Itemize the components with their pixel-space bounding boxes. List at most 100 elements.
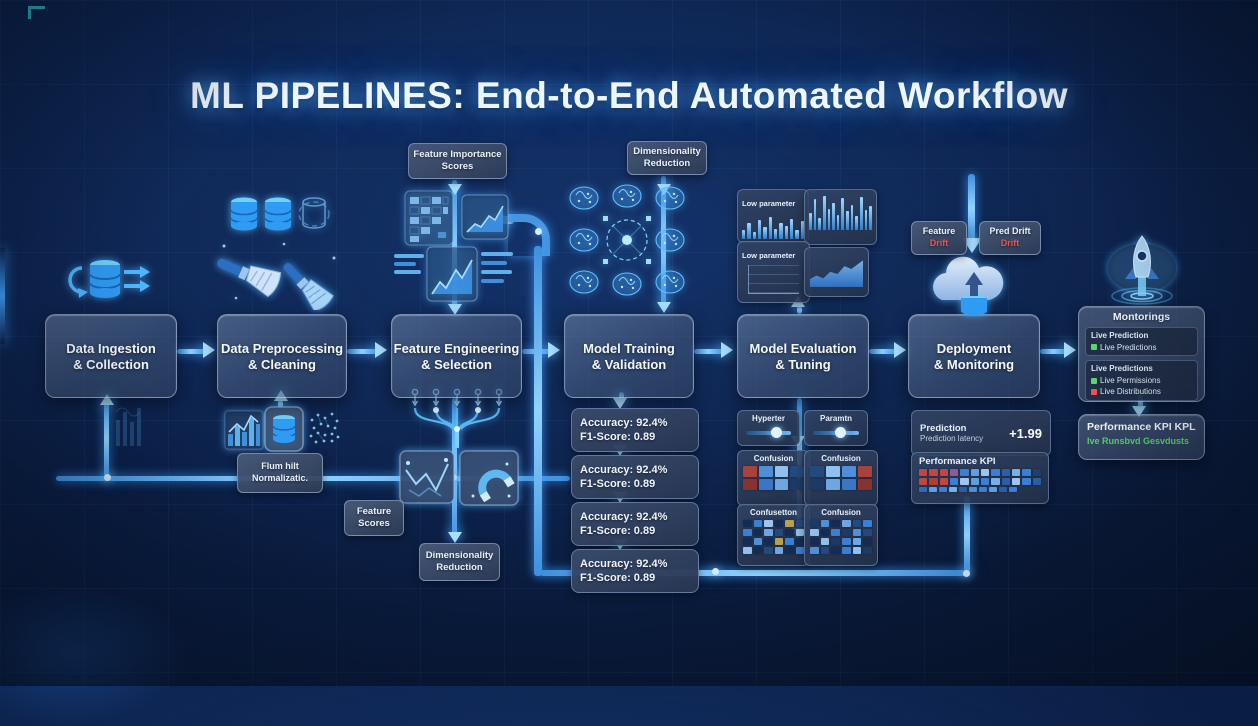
callout-text: Feature [356,505,392,517]
callout-dimensionality-top: Dimensionality Reduction [627,141,707,175]
kpi-summary-title: Performance KPI KPL [1087,421,1196,433]
monitoring-item: Live Predictions [1100,342,1157,352]
arrow-right-icon [894,342,906,358]
bar-chart [742,213,804,239]
slider-label: Paramtn [819,414,852,423]
monitoring-row: Live Prediction Live Predictions [1085,327,1198,357]
kpi-title: Performance KPI [919,456,996,467]
callout-text: Feature Importance [413,148,502,160]
callout-text: Flum hilt [261,461,299,472]
stage-label: & Cleaning [248,356,316,372]
database-box-icon [264,406,304,457]
hbars-icon [394,252,426,283]
stage-data-ingestion: Data Ingestion & Collection [45,314,177,398]
left-edge-glow [0,248,5,344]
data-ingestion-icon [58,252,152,315]
bottom-left-glow [0,586,190,726]
connector-line [347,349,377,354]
accuracy-value: Accuracy: 92.4% [580,417,668,429]
connector-line [177,349,205,354]
stage-label: Feature Engineering [393,340,520,356]
confusion-label: Confusion [821,508,861,517]
stage-data-preprocessing: Data Preprocessing & Cleaning [217,314,347,398]
pipe-line [534,246,542,576]
chart-icon [426,246,478,307]
line-node [104,474,111,481]
callout-text: Reduction [643,158,691,169]
stage-label: & Validation [591,356,667,372]
accuracy-value: Accuracy: 92.4% [580,511,668,523]
stage-label: Deployment [936,340,1012,356]
hyperparameter-slider-panel: Hyperter [737,410,800,446]
callout-text: Scores [441,161,474,172]
metric-box: Accuracy: 92.4% F1-Score: 0.89 [571,455,699,499]
bar-chart [809,194,872,230]
callout-text: Dimensionality [633,145,701,157]
slider [746,427,791,438]
prediction-sub: Prediction latency [920,434,984,443]
slider-label: Hyperter [752,414,785,423]
stage-label: & Selection [421,356,492,372]
confusion-label: Confusion [753,454,794,463]
callout-feature-drift: Feature Drift [911,221,967,255]
green-status-icon [1091,344,1097,351]
callout-feature-importance: Feature Importance Scores [408,143,507,179]
callout-dimensionality-bottom: Dimensionality Reduction [419,543,500,581]
stage-model-training: Model Training & Validation [564,314,694,398]
callout-text: Dimensionality [425,549,494,561]
prediction-value: +1.99 [1009,425,1042,441]
tuning-chart-grid: Low parameter [737,241,810,303]
arrow-right-icon [203,342,215,358]
stage-label: Model Training [583,340,675,356]
confusion-label: Confusion [821,454,861,463]
area-chart [810,260,863,287]
empty-grid-chart [748,265,799,294]
parameter-slider-panel: Paramtn [804,410,868,446]
performance-kpi-panel: Performance KPI [911,452,1049,504]
magnet-icon [459,450,519,511]
f1-value: F1-Score: 0.89 [580,431,656,443]
stage-label: Model Evaluation [749,340,857,356]
arrow-right-icon [721,342,733,358]
slider-knob [770,427,782,438]
confusion-matrix-panel: Confusion [804,450,878,506]
kpi-summary-panel: Performance KPI KPL Ive Runsbvd Gesvdust… [1078,414,1205,460]
arrow-down-icon [448,532,462,543]
arrow-right-icon [1064,342,1076,358]
corner-tick [28,6,45,19]
tuning-chart-bars: Low parameter [737,189,809,243]
monitoring-panel: Montorings Live Prediction Live Predicti… [1078,306,1205,402]
confusion-matrix-panel: Confusion [804,504,878,566]
arrow-right-icon [375,342,387,358]
slider-knob [835,427,847,438]
monitoring-row-title: Live Prediction [1091,331,1149,340]
stage-label: & Tuning [775,356,831,372]
stage-label: Data Ingestion [66,340,156,356]
page-title: ML PIPELINES: End-to-End Automated Workf… [190,74,1068,116]
accuracy-value: Accuracy: 92.4% [580,558,668,570]
dot-cloud-icon [305,410,343,453]
prediction-latency-panel: Prediction Prediction latency +1.99 [911,410,1051,456]
cleaning-brushes-icon [214,238,346,315]
stage-label: Data Preprocessing [220,340,344,356]
tuning-chart-spiky [804,189,877,245]
callout-text: Reduction [436,562,483,573]
callout-text: Scores [358,518,390,529]
rocket-icon [1098,232,1186,317]
stage-feature-engineering: Feature Engineering & Selection [391,314,522,398]
metric-box: Accuracy: 92.4% F1-Score: 0.89 [571,408,699,452]
f1-value: F1-Score: 0.89 [580,478,656,490]
kpi-heatmap-row [919,469,1041,476]
chart-label: Low parameter [742,251,796,260]
stage-deployment: Deployment & Monitoring [908,314,1040,398]
line-node [963,570,970,577]
monitoring-title: Montorings [1112,311,1171,323]
monitoring-row-title: Live Predictions [1091,364,1153,374]
tuning-chart-area [804,247,869,297]
drift-value: Drift [929,238,949,248]
drift-title: Pred Drift [989,226,1031,237]
callout-normalization: Flum hilt Normalizatic. [237,453,323,493]
confusion-matrix-panel: Confusion [737,450,810,506]
red-status-icon [1091,389,1097,396]
confusion-matrix-panel: Confusetton [737,504,810,566]
